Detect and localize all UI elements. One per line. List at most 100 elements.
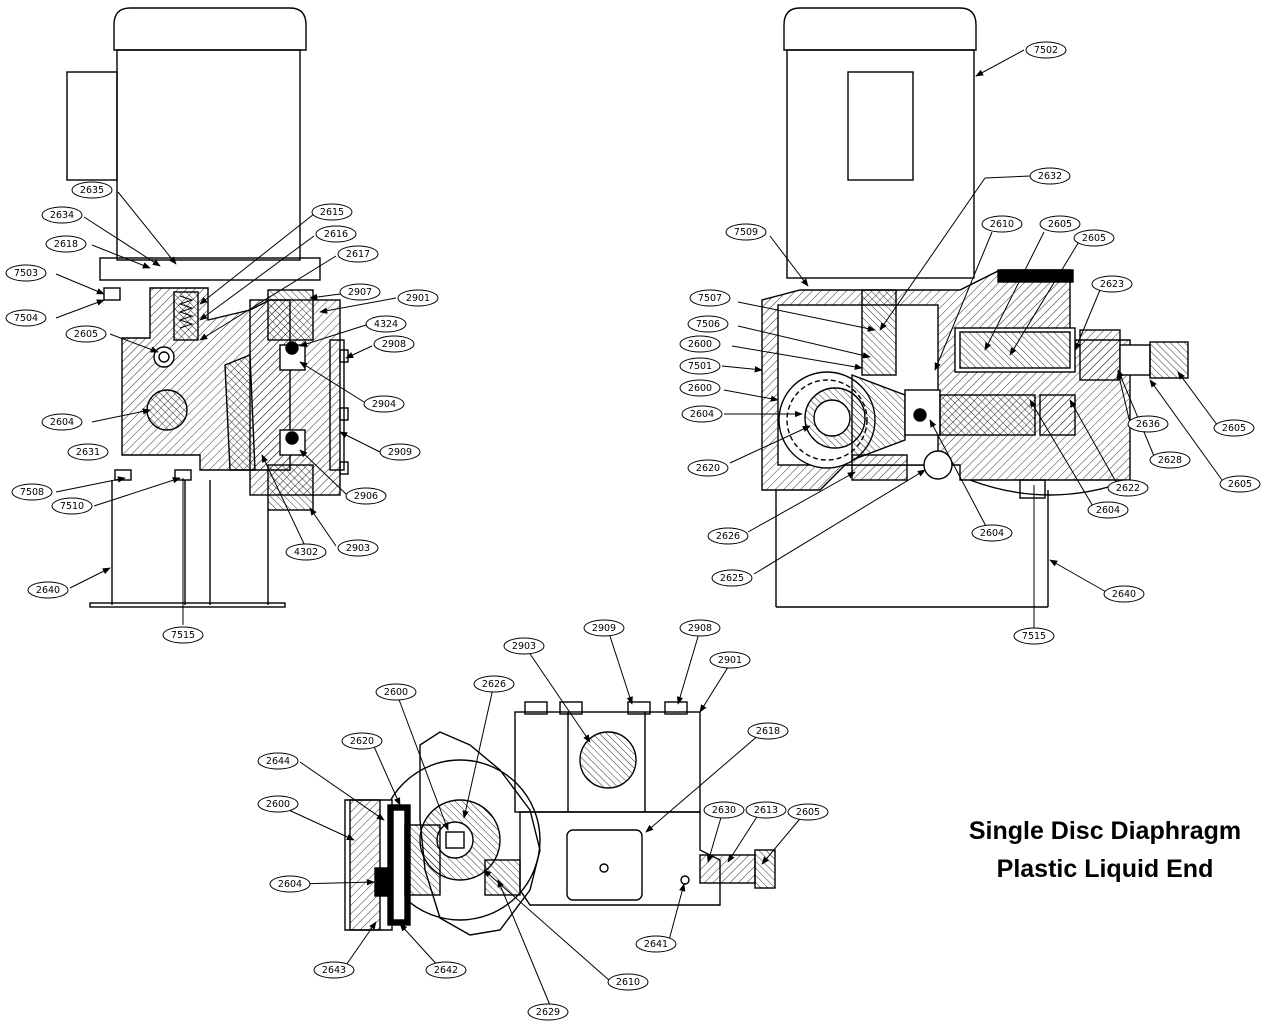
callout-oval <box>687 459 729 477</box>
callout-label: 2600 <box>266 799 290 810</box>
callout-label: 2629 <box>536 1007 560 1018</box>
callout-front-2604: 2604 <box>971 524 1013 542</box>
callout-oval <box>583 619 625 637</box>
callout-side-2604: 2604 <box>41 413 83 431</box>
callout-side-2907: 2907 <box>339 283 381 301</box>
callout-label: 2909 <box>592 623 616 634</box>
callout-oval <box>373 335 415 353</box>
callout-top-2641: 2641 <box>635 935 677 953</box>
callout-label: 7510 <box>60 501 84 512</box>
callout-front-2600: 2600 <box>679 335 721 353</box>
callout-front-7515: 7515 <box>1013 627 1055 645</box>
callout-side-4324: 4324 <box>365 315 407 333</box>
callout-oval <box>379 443 421 461</box>
callout-label: 2641 <box>644 939 668 950</box>
callout-oval <box>337 539 379 557</box>
callout-top-2908: 2908 <box>679 619 721 637</box>
callout-oval <box>707 527 749 545</box>
callout-label: 2642 <box>434 965 458 976</box>
callout-oval <box>745 801 787 819</box>
callout-front-2600: 2600 <box>679 379 721 397</box>
callout-label: 2620 <box>350 736 374 747</box>
callout-label: 2906 <box>354 491 378 502</box>
callout-oval <box>709 651 751 669</box>
callout-label: 7502 <box>1034 45 1058 56</box>
callout-oval <box>1039 215 1081 233</box>
callout-side-2906: 2906 <box>345 487 387 505</box>
callout-oval <box>397 289 439 307</box>
callout-label: 7501 <box>688 361 712 372</box>
callout-label: 2632 <box>1038 171 1062 182</box>
title-line-2: Plastic Liquid End <box>996 855 1214 883</box>
callout-oval <box>257 795 299 813</box>
callout-oval <box>687 315 729 333</box>
callout-oval <box>1073 229 1115 247</box>
callout-front-7507: 7507 <box>689 289 731 307</box>
callout-front-2628: 2628 <box>1149 451 1191 469</box>
callout-top-2613: 2613 <box>745 801 787 819</box>
callout-oval <box>11 483 53 501</box>
callout-label: 2907 <box>348 287 372 298</box>
drawing-title: Single Disc Diaphragm Plastic Liquid End <box>940 812 1270 888</box>
callout-front-2604: 2604 <box>1087 501 1129 519</box>
callout-label: 2636 <box>1136 419 1160 430</box>
callout-oval <box>5 309 47 327</box>
front-view <box>761 7 1189 608</box>
callout-label: 2908 <box>382 339 406 350</box>
callout-oval <box>257 752 299 770</box>
callout-label: 2908 <box>688 623 712 634</box>
title-line-1: Single Disc Diaphragm <box>968 817 1242 845</box>
callout-label: 2600 <box>688 383 712 394</box>
callout-oval <box>365 315 407 333</box>
callout-label: 7509 <box>734 227 758 238</box>
callout-side-2617: 2617 <box>337 245 379 263</box>
callout-label: 2901 <box>718 655 742 666</box>
callout-oval <box>679 619 721 637</box>
callout-oval <box>1219 475 1261 493</box>
callout-top-2605: 2605 <box>787 803 829 821</box>
callout-label: 2600 <box>688 339 712 350</box>
callout-oval <box>703 801 745 819</box>
callout-label: 2640 <box>36 585 60 596</box>
callout-oval <box>473 675 515 693</box>
callout-label: 2625 <box>720 573 744 584</box>
callout-front-2640: 2640 <box>1103 585 1145 603</box>
callout-oval <box>337 245 379 263</box>
callout-oval <box>1149 451 1191 469</box>
callout-oval <box>41 206 83 224</box>
callout-oval <box>1127 415 1169 433</box>
callout-label: 2622 <box>1116 483 1140 494</box>
callout-oval <box>1087 501 1129 519</box>
callout-label: 2605 <box>1222 423 1246 434</box>
callout-oval <box>65 325 107 343</box>
callout-label: 2901 <box>406 293 430 304</box>
callout-top-2610: 2610 <box>607 973 649 991</box>
motor-body <box>116 49 301 261</box>
top-view <box>344 701 776 936</box>
callout-top-2600: 2600 <box>375 683 417 701</box>
callout-front-2610: 2610 <box>981 215 1023 233</box>
callout-label: 2628 <box>1158 455 1182 466</box>
callout-oval <box>681 405 723 423</box>
callout-front-2636: 2636 <box>1127 415 1169 433</box>
callout-front-7502: 7502 <box>1025 41 1067 59</box>
motor-cap-front <box>783 7 977 51</box>
callout-oval <box>345 487 387 505</box>
callout-oval <box>27 581 69 599</box>
callout-front-2604: 2604 <box>681 405 723 423</box>
callout-side-2618: 2618 <box>45 235 87 253</box>
callout-oval <box>1091 275 1133 293</box>
callout-label: 2605 <box>1082 233 1106 244</box>
callout-label: 2630 <box>712 805 736 816</box>
callout-side-2903: 2903 <box>337 539 379 557</box>
callout-label: 2615 <box>320 207 344 218</box>
callout-side-2901: 2901 <box>397 289 439 307</box>
callout-oval <box>971 524 1013 542</box>
callout-front-2620: 2620 <box>687 459 729 477</box>
callout-top-2630: 2630 <box>703 801 745 819</box>
callout-oval <box>503 637 545 655</box>
callout-oval <box>5 264 47 282</box>
leader-lines <box>55 49 1223 1011</box>
callout-front-2632: 2632 <box>1029 167 1071 185</box>
callout-oval <box>635 935 677 953</box>
